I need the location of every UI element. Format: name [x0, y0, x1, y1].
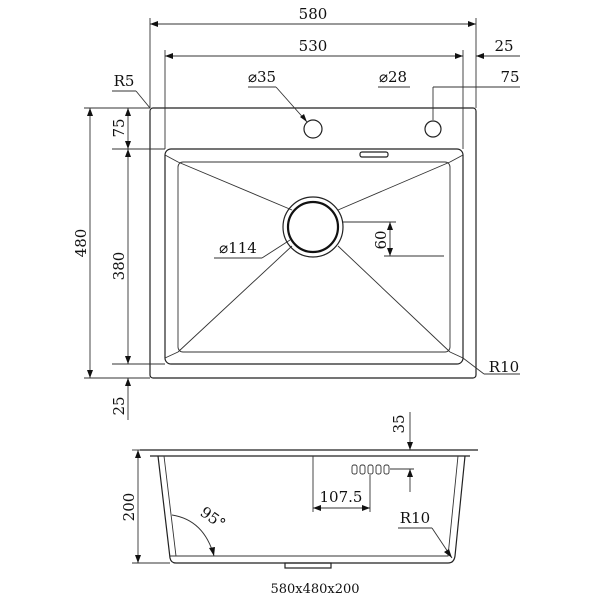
caption: 580x480x200	[270, 582, 359, 597]
dim-rim-offset: 25	[494, 37, 513, 55]
overflow-hole	[424, 120, 442, 138]
dim-wall-angle: 95°	[197, 503, 229, 533]
dim-overflow-hole-diameter: ⌀28	[379, 68, 407, 86]
bowl-inner-outline	[177, 161, 451, 353]
dim-corner-radius-top: R5	[114, 72, 135, 90]
dim-tap-hole-diameter: ⌀35	[248, 68, 276, 86]
dim-inner-depth: 380	[110, 252, 128, 281]
dim-tap-hole-offset: 75	[500, 68, 519, 86]
top-view: 580 530 25 75 ⌀35 ⌀28 R5	[72, 5, 520, 420]
dim-bowl-corner-radius: R10	[489, 358, 519, 376]
tap-hole	[303, 119, 323, 139]
dim-rim-bottom: 25	[110, 396, 128, 415]
dim-overflow-position: 107.5	[320, 488, 363, 506]
overflow-vents	[351, 464, 390, 475]
drain-outer	[282, 196, 344, 258]
drain-inner	[286, 200, 340, 254]
dim-rim-thickness: 35	[390, 414, 408, 433]
drain-nub	[284, 562, 332, 569]
dim-inner-width: 530	[299, 37, 328, 55]
dim-rim-top: 75	[110, 118, 128, 137]
dim-drain-offset: 60	[372, 230, 390, 249]
overflow-slot	[359, 151, 389, 158]
outer-rim	[149, 107, 477, 379]
side-view: 35 107.5 200 95° R10	[120, 412, 478, 569]
dim-overall-depth: 480	[72, 229, 90, 258]
dim-bowl-height: 200	[120, 493, 138, 522]
dim-drain-diameter: ⌀114	[219, 239, 257, 257]
dim-side-corner-radius: R10	[400, 509, 430, 527]
bowl-outline	[164, 148, 464, 365]
dim-overall-width: 580	[299, 5, 328, 23]
